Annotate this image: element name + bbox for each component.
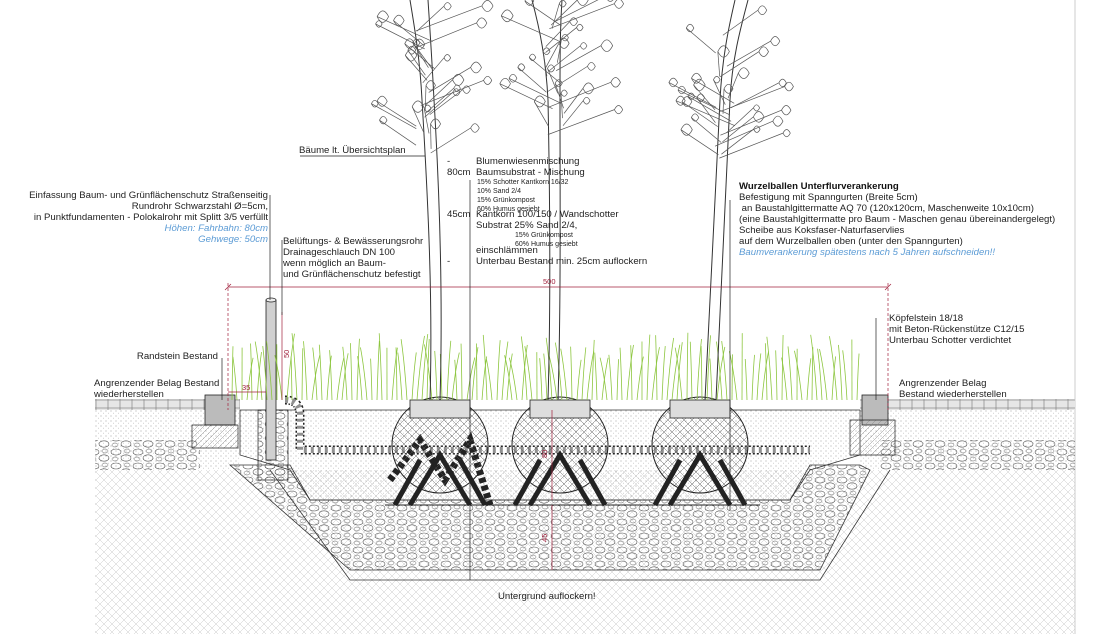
- label-koepfel-2: mit Beton-Rückenstütze C12/15: [889, 324, 1024, 335]
- root-ball-1: [387, 396, 494, 507]
- label-belueftung-4: und Grünflächenschutz befestigt: [283, 269, 421, 280]
- label-einfassung-2: Rundrohr Schwarzstahl Ø=5cm,: [132, 201, 268, 212]
- leader-lines: [221, 155, 877, 580]
- label-koepfel-1: Köpfelstein 18/18: [889, 313, 963, 324]
- label-hoehen-2: Gehwege: 50cm: [198, 234, 268, 245]
- excavation-line: [269, 469, 891, 581]
- layer-blumen: Blumenwiesenmischung: [476, 156, 579, 167]
- layer-dash1: -: [447, 156, 450, 167]
- label-wurzelballen-title: Wurzelballen Unterflurverankerung: [739, 181, 899, 192]
- root-ball-2: [511, 396, 609, 507]
- dim-50: 50: [282, 350, 291, 358]
- tree-trunks: [409, 0, 749, 401]
- paving-left: [95, 399, 240, 410]
- label-belueftung-2: Drainageschlauch DN 100: [283, 247, 395, 258]
- dim-35: 35: [242, 383, 250, 392]
- label-einfassung-3: in Punktfundamenten - Polokalrohr mit Sp…: [34, 212, 268, 223]
- label-belueftung-1: Belüftungs- & Bewässerungsrohr: [283, 236, 424, 247]
- label-einfassung-1: Einfassung Baum- und Grünflächenschutz S…: [29, 190, 268, 201]
- label-hoehen-1: Höhen: Fahrbahn: 80cm: [165, 223, 268, 234]
- label-angrenzend-r2: Bestand wiederherstellen: [899, 389, 1007, 400]
- layer-mix2-2: 60% Humus gesiebt: [515, 241, 578, 248]
- label-randstein: Randstein Bestand: [137, 351, 218, 362]
- label-wurzelballen-5: auf dem Wurzelballen oben (unter den Spa…: [739, 236, 963, 247]
- dimension-500: [224, 283, 892, 410]
- dim-45: 45: [540, 534, 549, 542]
- label-wurzelballen-3: (eine Baustahlgittermatte pro Baum - Mas…: [739, 214, 1055, 225]
- root-ball-3: [651, 396, 749, 507]
- label-angrenzend-r1: Angrenzender Belag: [899, 378, 986, 389]
- label-baeume: Bäume lt. Übersichtsplan: [299, 145, 406, 156]
- gravel-left: [95, 440, 200, 470]
- layer-mix1-3: 15% Grünkompost: [477, 197, 535, 204]
- layer-substrat: Substrat 25% Sand 2/4,: [476, 220, 577, 231]
- label-angrenzend-l2: wiederherstellen: [93, 389, 164, 400]
- layer-mix1-1: 15% Schotter Kantkorn 16/32: [477, 179, 569, 186]
- steel-post: [265, 299, 277, 461]
- paving-right: [860, 399, 1075, 410]
- layer-d45: 45cm: [447, 209, 470, 220]
- layer-unterbau: Unterbau Bestand min. 25cm auflockern: [476, 256, 647, 267]
- label-koepfel-3: Unterbau Schotter verdichtet: [889, 335, 1011, 346]
- label-wurzelballen-4: Scheibe aus Koksfaser-Naturfaservlies: [739, 225, 905, 236]
- grass: [231, 332, 860, 401]
- tree-foliage: [371, 0, 794, 159]
- post-cap: [265, 297, 277, 303]
- drainage-pipe-texture: [284, 397, 810, 453]
- label-wurzelballen-2: an Baustahlgittermatte AQ 70 (120x120cm,…: [739, 203, 1034, 214]
- layer-mix1-2: 10% Sand 2/4: [477, 188, 521, 195]
- layer-baumsubstrat: Baumsubstrat - Mischung: [476, 167, 585, 178]
- curb-left: [204, 394, 236, 426]
- layer-kantkorn: Kantkorn 100/150 / Wandschotter: [476, 209, 619, 220]
- label-untergrund: Untergrund auflockern!: [498, 591, 596, 602]
- layer-einschlaemmen: einschlämmen: [476, 245, 538, 256]
- label-wurzelballen-note: Baumverankerung spätestens nach 5 Jahren…: [739, 247, 995, 258]
- curb-right-concrete: [849, 419, 896, 456]
- label-angrenzend-l1: Angrenzender Belag Bestand: [94, 378, 219, 389]
- layer-d80: 80cm: [447, 167, 470, 178]
- dim-500: 500: [543, 277, 556, 286]
- dim-80: 80: [540, 450, 549, 458]
- layer-mix1-4: 60% Humus gesiebt: [477, 206, 540, 213]
- curb-left-concrete: [191, 424, 239, 449]
- gravel-right: [880, 440, 1075, 470]
- layer-mix2-1: 15% Grünkompost: [515, 232, 573, 239]
- layer-dash2: -: [447, 256, 450, 267]
- label-wurzelballen-1: Befestigung mit Spanngurten (Breite 5cm): [739, 192, 918, 203]
- label-belueftung-3: wenn möglich an Baum-: [282, 258, 386, 269]
